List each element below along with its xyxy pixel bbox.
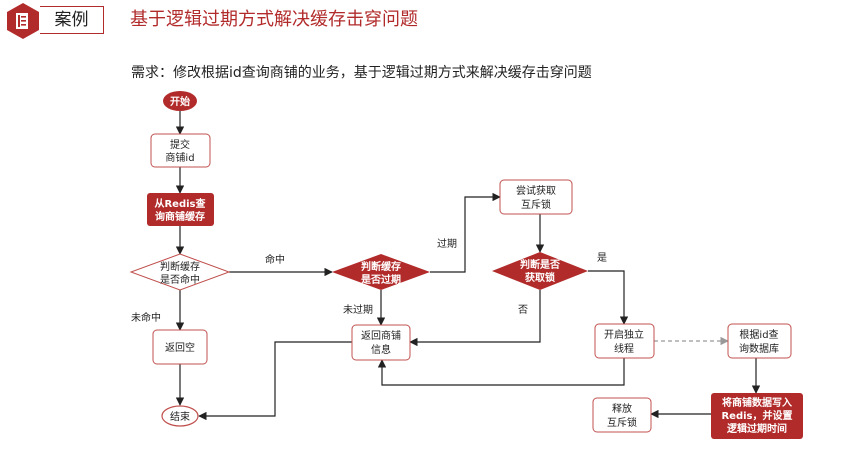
edge-checklock-yes [588,270,629,325]
node-check-expired-line2: 是否过期 [360,273,401,286]
page-title: 基于逻辑过期方式解决缓存击穿问题 [130,9,418,30]
node-release-lock-line2: 互斥锁 [607,416,637,429]
node-start-label: 开始 [170,95,190,108]
edge-expired-trylock [430,192,501,273]
case-tag: 案例 [40,6,104,34]
node-submit-line1: 提交 [170,138,190,151]
node-try-lock-line2: 互斥锁 [521,198,551,211]
node-write-redis-line2: Redis，并设置 [721,409,792,422]
edge-checklock-no [409,290,541,347]
node-end: 结束 [161,405,199,427]
node-write-redis: 将商铺数据写入 Redis，并设置 逻辑过期时间 [711,393,803,439]
node-release-lock: 释放 互斥锁 [592,397,652,433]
doc-icon [7,3,39,39]
node-start: 开始 [163,91,197,111]
node-submit-line2: 商铺id [165,151,194,164]
requirement-text: 需求：修改根据id查询商铺的业务，基于逻辑过期方式来解决缓存击穿问题 [131,65,592,81]
node-new-thread-line2: 线程 [614,342,634,355]
node-return-shop-line1: 返回商铺 [361,329,401,342]
node-check-hit-line1: 判断缓存 [160,260,200,273]
label-hit: 命中 [265,253,285,266]
node-query-db-line1: 根据id查 [739,328,778,341]
node-check-hit-line2: 是否命中 [160,273,200,286]
node-try-lock-line1: 尝试获取 [516,184,556,197]
node-check-hit: 判断缓存 是否命中 [129,253,231,291]
node-release-lock-line1: 释放 [612,402,632,415]
label-not-expired: 未过期 [343,303,373,316]
node-return-empty: 返回空 [152,329,208,365]
node-write-redis-line3: 逻辑过期时间 [727,422,787,435]
node-query-redis-line1: 从Redis查 [154,197,206,210]
node-check-lock: 判断是否 获取锁 [492,252,588,290]
header: 案例 基于逻辑过期方式解决缓存击穿问题 [0,0,841,44]
node-check-expired: 判断缓存 是否过期 [332,254,430,290]
edge-return-end [198,341,352,421]
node-return-shop-line2: 信息 [371,343,391,356]
node-new-thread-line1: 开启独立 [604,328,644,341]
label-miss: 未命中 [131,311,161,324]
node-return-empty-label: 返回空 [165,341,195,354]
node-try-lock: 尝试获取 互斥锁 [499,179,573,215]
connectors [175,111,761,421]
label-no: 否 [518,304,528,316]
node-query-redis: 从Redis查 询商铺缓存 [147,193,214,226]
node-return-shop: 返回商铺 信息 [351,324,411,361]
node-query-redis-line2: 询商铺缓存 [155,210,205,223]
node-check-expired-line1: 判断缓存 [361,260,401,273]
node-submit: 提交 商铺id [150,133,211,168]
node-query-db-line2: 询数据库 [739,342,779,355]
edge-thread-return [377,358,625,386]
node-write-redis-line1: 将商铺数据写入 [722,396,792,409]
node-new-thread: 开启独立 线程 [594,323,655,359]
label-yes: 是 [597,252,607,264]
node-end-label: 结束 [170,410,190,423]
node-query-db: 根据id查 询数据库 [727,323,792,359]
label-expired: 过期 [437,237,457,250]
node-check-lock-line1: 判断是否 [520,258,560,271]
node-check-lock-line2: 获取锁 [524,271,555,284]
